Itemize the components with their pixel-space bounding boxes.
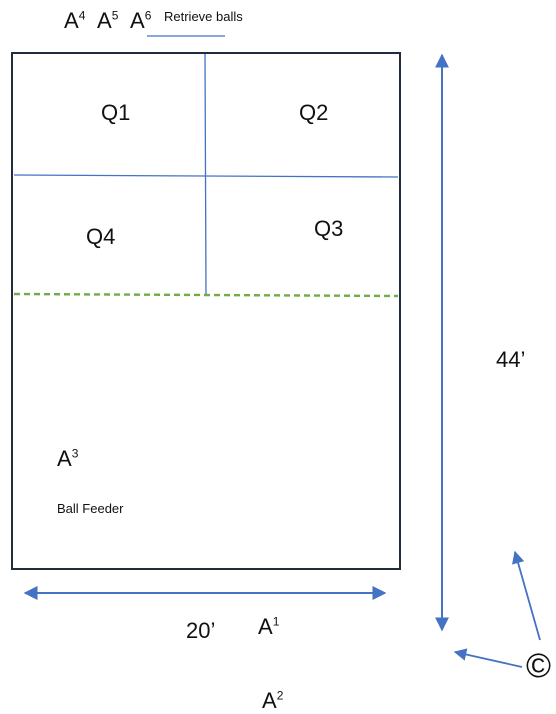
quadrant-q2-label: Q2 (299, 100, 329, 125)
retrieve-balls-label: Retrieve balls (164, 9, 243, 24)
coach-arrow-left (453, 648, 523, 668)
label-a2: A2 (262, 688, 284, 713)
quadrant-q4-label: Q4 (86, 224, 116, 249)
green-dashed-line (13, 292, 399, 298)
length-dimension-label: 44’ (496, 347, 526, 372)
coach-symbol: © (526, 647, 552, 685)
coach-arrow-up (512, 550, 541, 641)
label-a3: A3 (57, 446, 79, 471)
quadrant-horizontal-line (13, 174, 399, 178)
label-a6: A6 (130, 8, 152, 33)
quadrant-q3-label: Q3 (314, 216, 344, 241)
quadrant-vertical-line (204, 53, 207, 296)
quadrant-q1-label: Q1 (101, 100, 131, 125)
label-a4: A4 (64, 8, 86, 33)
label-a5: A5 (97, 8, 119, 33)
ball-feeder-label: Ball Feeder (57, 501, 124, 516)
court-outline (11, 52, 401, 570)
width-dimension-label: 20’ (186, 618, 216, 643)
label-a1: A1 (258, 614, 280, 639)
